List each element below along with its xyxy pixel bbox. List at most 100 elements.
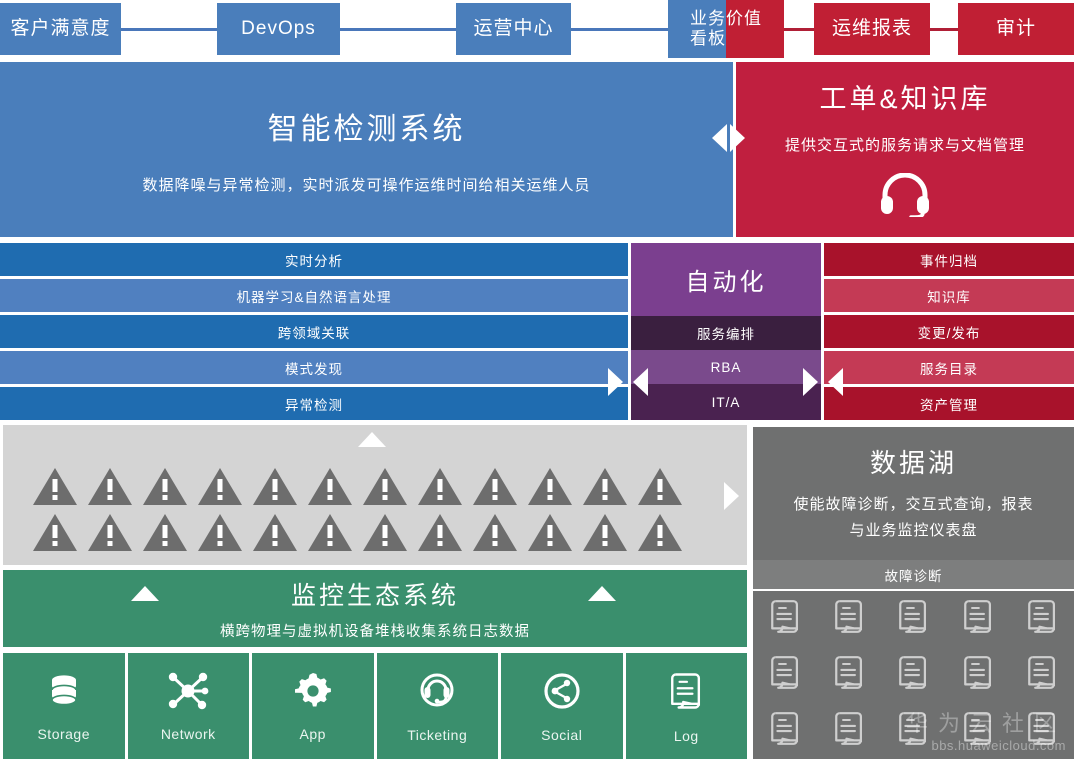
- top-box-devops[interactable]: DevOps: [217, 3, 340, 55]
- top-box-label: 客户满意度: [10, 18, 111, 40]
- scroll-document-icon: [961, 596, 995, 642]
- stripe-label: 跨领域关联: [277, 325, 351, 341]
- flow-arrow-up-alerts: [358, 432, 386, 447]
- warning-triangle-icon: [197, 466, 243, 506]
- connector-line-1: [120, 28, 217, 31]
- panel-automation[interactable]: 自动化 服务编排 RBA IT/A: [628, 240, 824, 423]
- source-tile-label: App: [299, 725, 326, 742]
- stripe-label: 服务目录: [920, 361, 978, 377]
- scroll-document-icon: [961, 652, 995, 698]
- scroll-document-icon: [832, 708, 866, 754]
- source-tile-social[interactable]: Social: [501, 653, 623, 759]
- flow-arrow-up-monitoring-left: [131, 586, 159, 601]
- warning-triangle-icon: [582, 512, 628, 552]
- warning-triangle-icon: [32, 512, 78, 552]
- top-box-ops-report[interactable]: 运维报表: [814, 3, 930, 55]
- scroll-document-icon: [896, 652, 930, 698]
- warning-triangle-icon: [252, 512, 298, 552]
- stripe-label: 模式发现: [285, 361, 343, 377]
- alert-row-1: [32, 466, 692, 506]
- scroll-document-icon: [768, 652, 802, 698]
- automation-title-band: 自动化: [631, 243, 821, 316]
- source-tile-ticketing[interactable]: Ticketing: [376, 653, 498, 759]
- warning-triangle-icon: [582, 466, 628, 506]
- stripe-label: 知识库: [927, 289, 971, 305]
- scroll-document-icon: [896, 596, 930, 642]
- top-box-label: 业务价值 看板: [690, 9, 762, 48]
- stripe-incident-archive[interactable]: 事件归档: [824, 243, 1074, 276]
- warning-triangle-icon: [142, 466, 188, 506]
- flow-arrow-up-monitoring-right: [588, 586, 616, 601]
- source-tile-network[interactable]: Network: [127, 653, 249, 759]
- warning-triangle-icon: [87, 512, 133, 552]
- source-tile-log[interactable]: Log: [625, 653, 747, 759]
- automation-item-service-orchestration[interactable]: 服务编排: [631, 316, 821, 350]
- scroll-document-icon: [961, 708, 995, 754]
- source-tiles: Storage Network App Ticketing: [3, 653, 747, 759]
- warning-triangle-icon: [197, 512, 243, 552]
- data-lake-scroll-grid: [753, 591, 1074, 759]
- panel-subtitle: 提供交互式的服务请求与文档管理: [784, 137, 1025, 154]
- source-tile-label: Social: [541, 726, 583, 743]
- flow-arrow-right-automation: [803, 368, 818, 396]
- data-lake-item-label: 故障诊断: [884, 568, 943, 584]
- stripe-realtime-analysis[interactable]: 实时分析: [0, 243, 628, 276]
- scroll-document-icon: [1025, 652, 1059, 698]
- stripe-label: 异常检测: [285, 397, 343, 413]
- gear-icon: [293, 671, 333, 716]
- stripe-pattern-discovery[interactable]: 模式发现: [0, 351, 628, 384]
- stripe-asset-management[interactable]: 资产管理: [824, 387, 1074, 420]
- top-box-operations-center[interactable]: 运营中心: [456, 3, 571, 55]
- top-box-customer-satisfaction[interactable]: 客户满意度: [0, 3, 121, 55]
- panel-ticket-knowledge-base[interactable]: 工单&知识库 提供交互式的服务请求与文档管理: [736, 62, 1074, 237]
- database-icon: [44, 671, 84, 716]
- panel-title: 工单&知识库: [819, 84, 991, 114]
- scroll-document-icon: [768, 708, 802, 754]
- source-tile-app[interactable]: App: [252, 653, 374, 759]
- stripe-label: 变更/发布: [917, 325, 981, 341]
- automation-item-ita[interactable]: IT/A: [631, 384, 821, 420]
- top-box-label: 运营中心: [473, 18, 554, 40]
- scroll-document-icon: [768, 596, 802, 642]
- connector-line-3: [570, 28, 669, 31]
- warning-triangle-icon: [637, 512, 683, 552]
- flow-arrow-left-red-stripes: [828, 368, 843, 396]
- stripe-anomaly-detection[interactable]: 异常检测: [0, 387, 628, 420]
- panel-monitoring-ecosystem[interactable]: 监控生态系统 横跨物理与虚拟机设备堆栈收集系统日志数据: [3, 570, 747, 647]
- source-tile-label: Log: [673, 727, 699, 744]
- flow-arrow-left-hero: [712, 124, 727, 152]
- panel-intelligent-detection[interactable]: 智能检测系统 数据降噪与异常检测，实时派发可操作运维时间给相关运维人员: [0, 62, 733, 237]
- data-lake-item-fault-diagnosis[interactable]: 故障诊断: [753, 560, 1074, 589]
- panel-title: 智能检测系统: [267, 113, 466, 146]
- panel-subtitle: 横跨物理与虚拟机设备堆栈收集系统日志数据: [220, 624, 530, 640]
- stripe-cross-domain[interactable]: 跨领域关联: [0, 315, 628, 348]
- warning-triangle-icon: [527, 512, 573, 552]
- top-box-business-value-board[interactable]: 业务价值 看板: [668, 0, 784, 58]
- source-tile-storage[interactable]: Storage: [3, 653, 125, 759]
- stripe-ml-nlp[interactable]: 机器学习&自然语言处理: [0, 279, 628, 312]
- source-tile-label: Storage: [37, 725, 91, 742]
- source-tile-label: Network: [160, 725, 216, 742]
- top-box-label: DevOps: [241, 18, 316, 40]
- panel-title: 数据湖: [869, 447, 957, 478]
- stripe-knowledge-base[interactable]: 知识库: [824, 279, 1074, 312]
- warning-triangle-icon: [252, 466, 298, 506]
- warning-triangle-icon: [307, 466, 353, 506]
- warning-triangle-icon: [417, 512, 463, 552]
- warning-triangle-icon: [472, 512, 518, 552]
- panel-data-lake[interactable]: 数据湖 使能故障诊断，交互式查询，报表 与业务监控仪表盘: [753, 427, 1074, 560]
- scroll-document-icon: [832, 652, 866, 698]
- panel-subtitle-line1: 使能故障诊断，交互式查询，报表: [793, 495, 1034, 513]
- alert-row-2: [32, 512, 692, 552]
- automation-item-rba[interactable]: RBA: [631, 350, 821, 384]
- scroll-document-icon: [832, 596, 866, 642]
- stripe-service-catalog[interactable]: 服务目录: [824, 351, 1074, 384]
- stripe-label: 事件归档: [920, 253, 978, 269]
- network-nodes-icon: [167, 671, 209, 716]
- scroll-document-icon: [1025, 596, 1059, 642]
- automation-item-label: RBA: [710, 359, 742, 375]
- top-box-audit[interactable]: 审计: [958, 3, 1074, 55]
- flow-arrow-left-automation: [633, 368, 648, 396]
- stripe-label: 机器学习&自然语言处理: [236, 289, 392, 305]
- stripe-change-release[interactable]: 变更/发布: [824, 315, 1074, 348]
